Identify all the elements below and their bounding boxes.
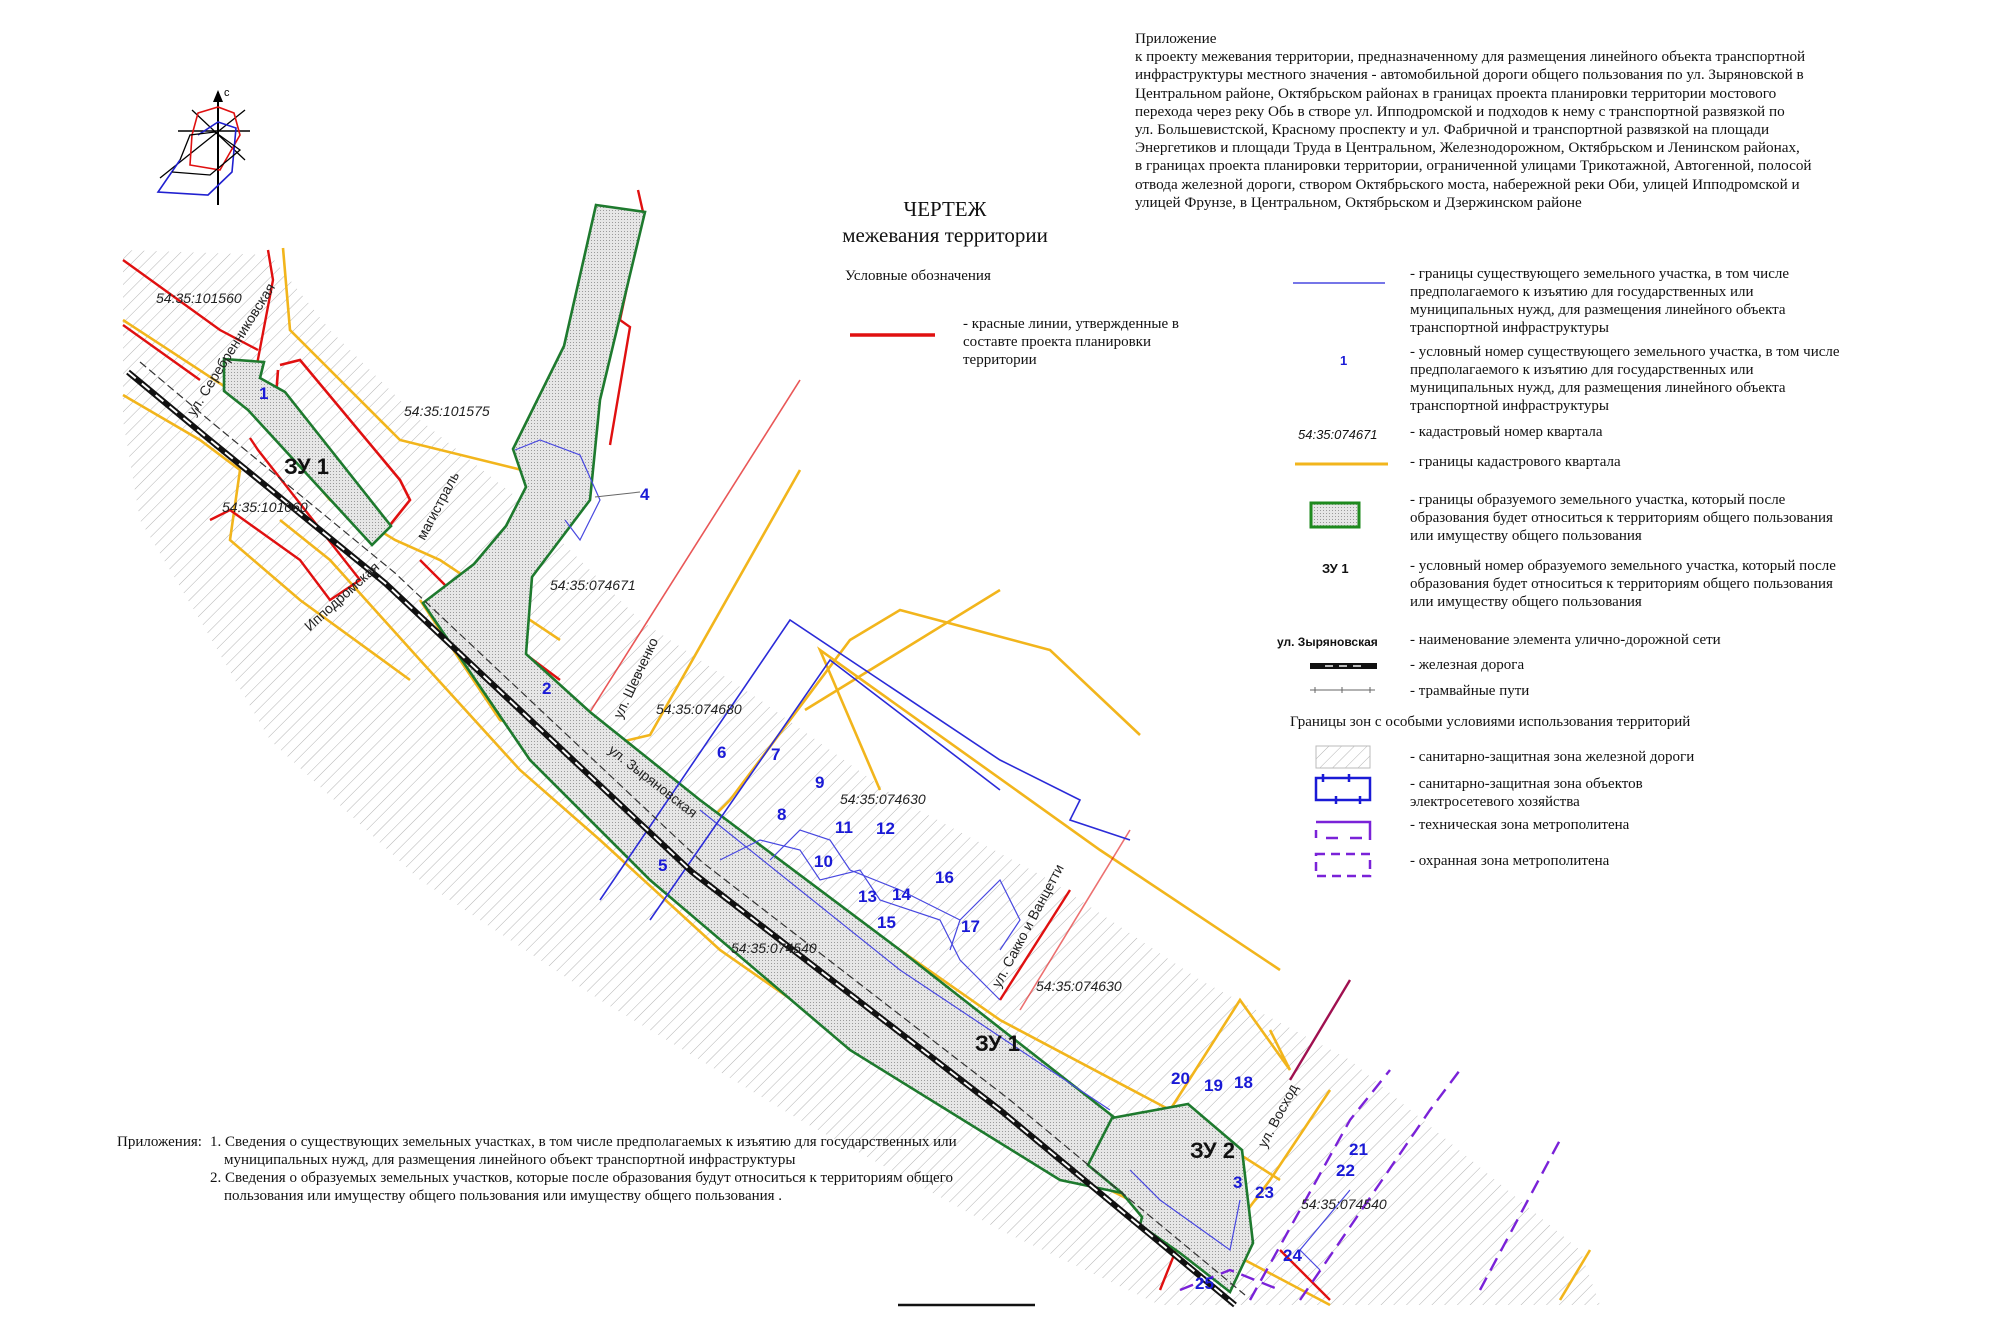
legend-text-railway: - железная дорога: [1410, 657, 1525, 673]
compass-icon: с: [156, 87, 250, 205]
legend-text-existing-border: - границы существующего земельного участ…: [1410, 266, 1789, 336]
notes-section: Приложения: 1. Сведения о существующих з…: [117, 1133, 1014, 1205]
parcel-number: 25: [1195, 1274, 1214, 1293]
parcel-number: 6: [717, 743, 726, 762]
parcel-number: 20: [1171, 1069, 1190, 1088]
legend-sample-cadastral: 54:35:074671: [1298, 427, 1378, 442]
note-item: 1. Сведения о существующих земельных уча…: [210, 1134, 957, 1168]
appendix-line: отвода железной дороги, створом Октябрьс…: [1135, 175, 1800, 193]
cadastral-label: 54:35:074630: [840, 791, 926, 807]
new-parcel-label: ЗУ 1: [975, 1031, 1020, 1056]
parcel-number: 17: [961, 917, 980, 936]
rail-sanitary-zone: [123, 250, 1600, 1305]
appendix-header: Приложение к проекту межевания территори…: [1135, 30, 1875, 212]
title-line-1: ЧЕРТЕЖ: [903, 197, 987, 221]
new-parcel-zu1-west: [222, 357, 393, 547]
title-line-2: межевания территории: [842, 223, 1048, 247]
legend-heading: Условные обозначения: [845, 268, 991, 284]
parcel-number: 8: [777, 805, 786, 824]
legend-text-new-border: - границы образуемого земельного участка…: [1410, 492, 1833, 544]
parcel-number: 4: [640, 485, 650, 504]
legend-sample-street: ул. Зыряновская: [1277, 635, 1378, 649]
parcel-number: 12: [876, 819, 895, 838]
appendix-heading: Приложение: [1135, 30, 1217, 47]
appendix-line: к проекту межевания территории, предназн…: [1135, 48, 1806, 66]
railway: [126, 361, 1246, 1308]
new-parcel-label: ЗУ 1: [284, 454, 329, 479]
appendix-line: ул. Большевистской, Красному проспекту и…: [1135, 121, 1770, 139]
notes-label: Приложения:: [117, 1134, 202, 1150]
existing-parcels: [514, 439, 1351, 1271]
legend-text-cadastral-border: - границы кадастрового квартала: [1410, 454, 1621, 470]
parcel-number: 2: [542, 679, 551, 698]
legend-sample-zu: ЗУ 1: [1322, 561, 1349, 576]
legend-text-metro-guard: - охранная зона метрополитена: [1410, 853, 1610, 869]
legend-text-red-lines: - красные линии, утвержденные в составте…: [963, 316, 1179, 368]
legend-tram-swatch: [1310, 687, 1375, 693]
parcel-number: 7: [771, 745, 780, 764]
parcel-numbers: 1 4 2 6 7 9 8 11 12 10 5 13 14 16 15 17 …: [259, 384, 1368, 1293]
appendix-line: инфраструктуры местного значения - автом…: [1135, 66, 1804, 84]
legend-metro-tech-swatch: [1316, 820, 1372, 840]
cadastral-label: 54:35:101560: [156, 290, 242, 306]
legend-zones-heading: Границы зон с особыми условиями использо…: [1290, 714, 1691, 730]
legend-text-cadastral-number: - кадастровый номер квартала: [1410, 424, 1603, 440]
parcel-number: 14: [892, 885, 911, 904]
appendix-line: Центральном районе, Октябрьском районах …: [1135, 84, 1777, 102]
cadastral-labels: 54:35:101560 54:35:101575 54:35:101060 5…: [156, 290, 1387, 1212]
parcel-number: 1: [259, 384, 268, 403]
legend-text-new-number: - условный номер образуемого земельного …: [1410, 558, 1836, 610]
parcel-number: 3: [1233, 1173, 1242, 1192]
cadastral-label: 54:35:101575: [404, 403, 490, 419]
parcel-number: 5: [658, 856, 667, 875]
parcel-number: 24: [1283, 1246, 1302, 1265]
parcel-number: 23: [1255, 1183, 1274, 1202]
new-parcels: [222, 203, 1255, 1295]
legend-power-zone-swatch: [1314, 774, 1372, 804]
note-item: 2. Сведения о образуемых земельных участ…: [210, 1170, 953, 1204]
parcel-number: 11: [835, 818, 853, 837]
parcel-number: 16: [935, 868, 954, 887]
appendix-line: перехода через реку Обь в створе ул. Ипп…: [1135, 102, 1785, 120]
power-sanitary-zone: [599, 618, 1131, 921]
parcel-number: 15: [877, 913, 896, 932]
appendix-line: улицей Фрунзе, в Центральном, Октябрьско…: [1135, 193, 1582, 211]
drawing-title: ЧЕРТЕЖ межевания территории: [780, 196, 1110, 248]
legend-text-tram: - трамвайные пути: [1410, 683, 1530, 699]
parcel-number: 9: [815, 773, 824, 792]
cadastral-label: 54:35:074671: [550, 577, 636, 593]
parcel-number: 22: [1336, 1161, 1355, 1180]
parcel-number: 13: [858, 887, 877, 906]
parcel-number: 18: [1234, 1073, 1253, 1092]
legend-green-box-swatch: [1309, 501, 1361, 529]
compass-north-label: с: [224, 87, 230, 99]
legend-text-metro-tech: - техническая зона метрополитена: [1410, 817, 1630, 833]
appendix-line: в границах проекта планировки территории…: [1135, 157, 1812, 175]
legend-text-rail-sanitary: - санитарно-защитная зона железной дорог…: [1410, 749, 1695, 765]
legend-text-power-sanitary: - санитарно-защитная зона объектов элект…: [1410, 776, 1643, 810]
legend-metro-guard-swatch: [1314, 852, 1372, 878]
cadastral-label: 54:35:101060: [222, 499, 308, 515]
legend-sample-parcel-number: 1: [1340, 353, 1348, 368]
red-lines: [122, 189, 1352, 1301]
parcel-number: 19: [1204, 1076, 1223, 1095]
cadastral-label: 54:35:074630: [1036, 978, 1122, 994]
legend-text-street: - наименование элемента улично-дорожной …: [1410, 632, 1721, 648]
legend-symbols: [850, 282, 1388, 878]
cadastral-label: 54:35:074540: [1301, 1196, 1387, 1212]
legend-text-existing-number: - условный номер существующего земельног…: [1410, 344, 1840, 414]
parcel-number: 21: [1349, 1140, 1368, 1159]
appendix-line: Энергетиков и площади Труда в Центрально…: [1135, 139, 1800, 157]
cadastral-label: 54:35:074540: [731, 940, 817, 956]
parcel-number: 10: [814, 852, 833, 871]
legend-metro-tech-dashes: [1314, 830, 1362, 840]
cadastral-label: 54:35:074680: [656, 701, 742, 717]
legend-hatch-swatch: [1315, 745, 1371, 769]
metro-zones: [1179, 1069, 1562, 1301]
new-parcel-label: ЗУ 2: [1190, 1138, 1235, 1163]
